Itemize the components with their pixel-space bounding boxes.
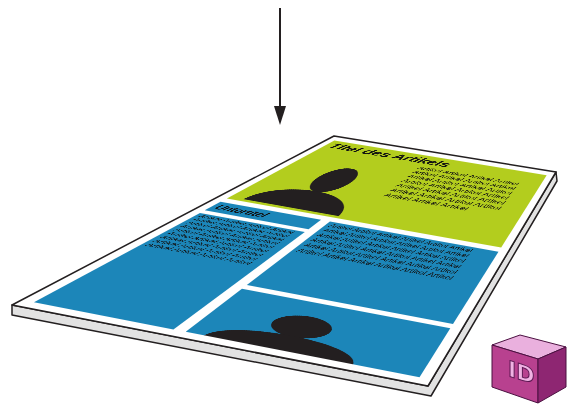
cube-side — [538, 347, 566, 403]
arrow-shaft — [279, 8, 281, 110]
arrow-head — [274, 106, 286, 125]
indesign-logo: ID — [490, 333, 568, 405]
silhouette-shoulders — [204, 322, 365, 364]
cube-front — [492, 345, 538, 403]
page-sheet — [12, 136, 556, 386]
